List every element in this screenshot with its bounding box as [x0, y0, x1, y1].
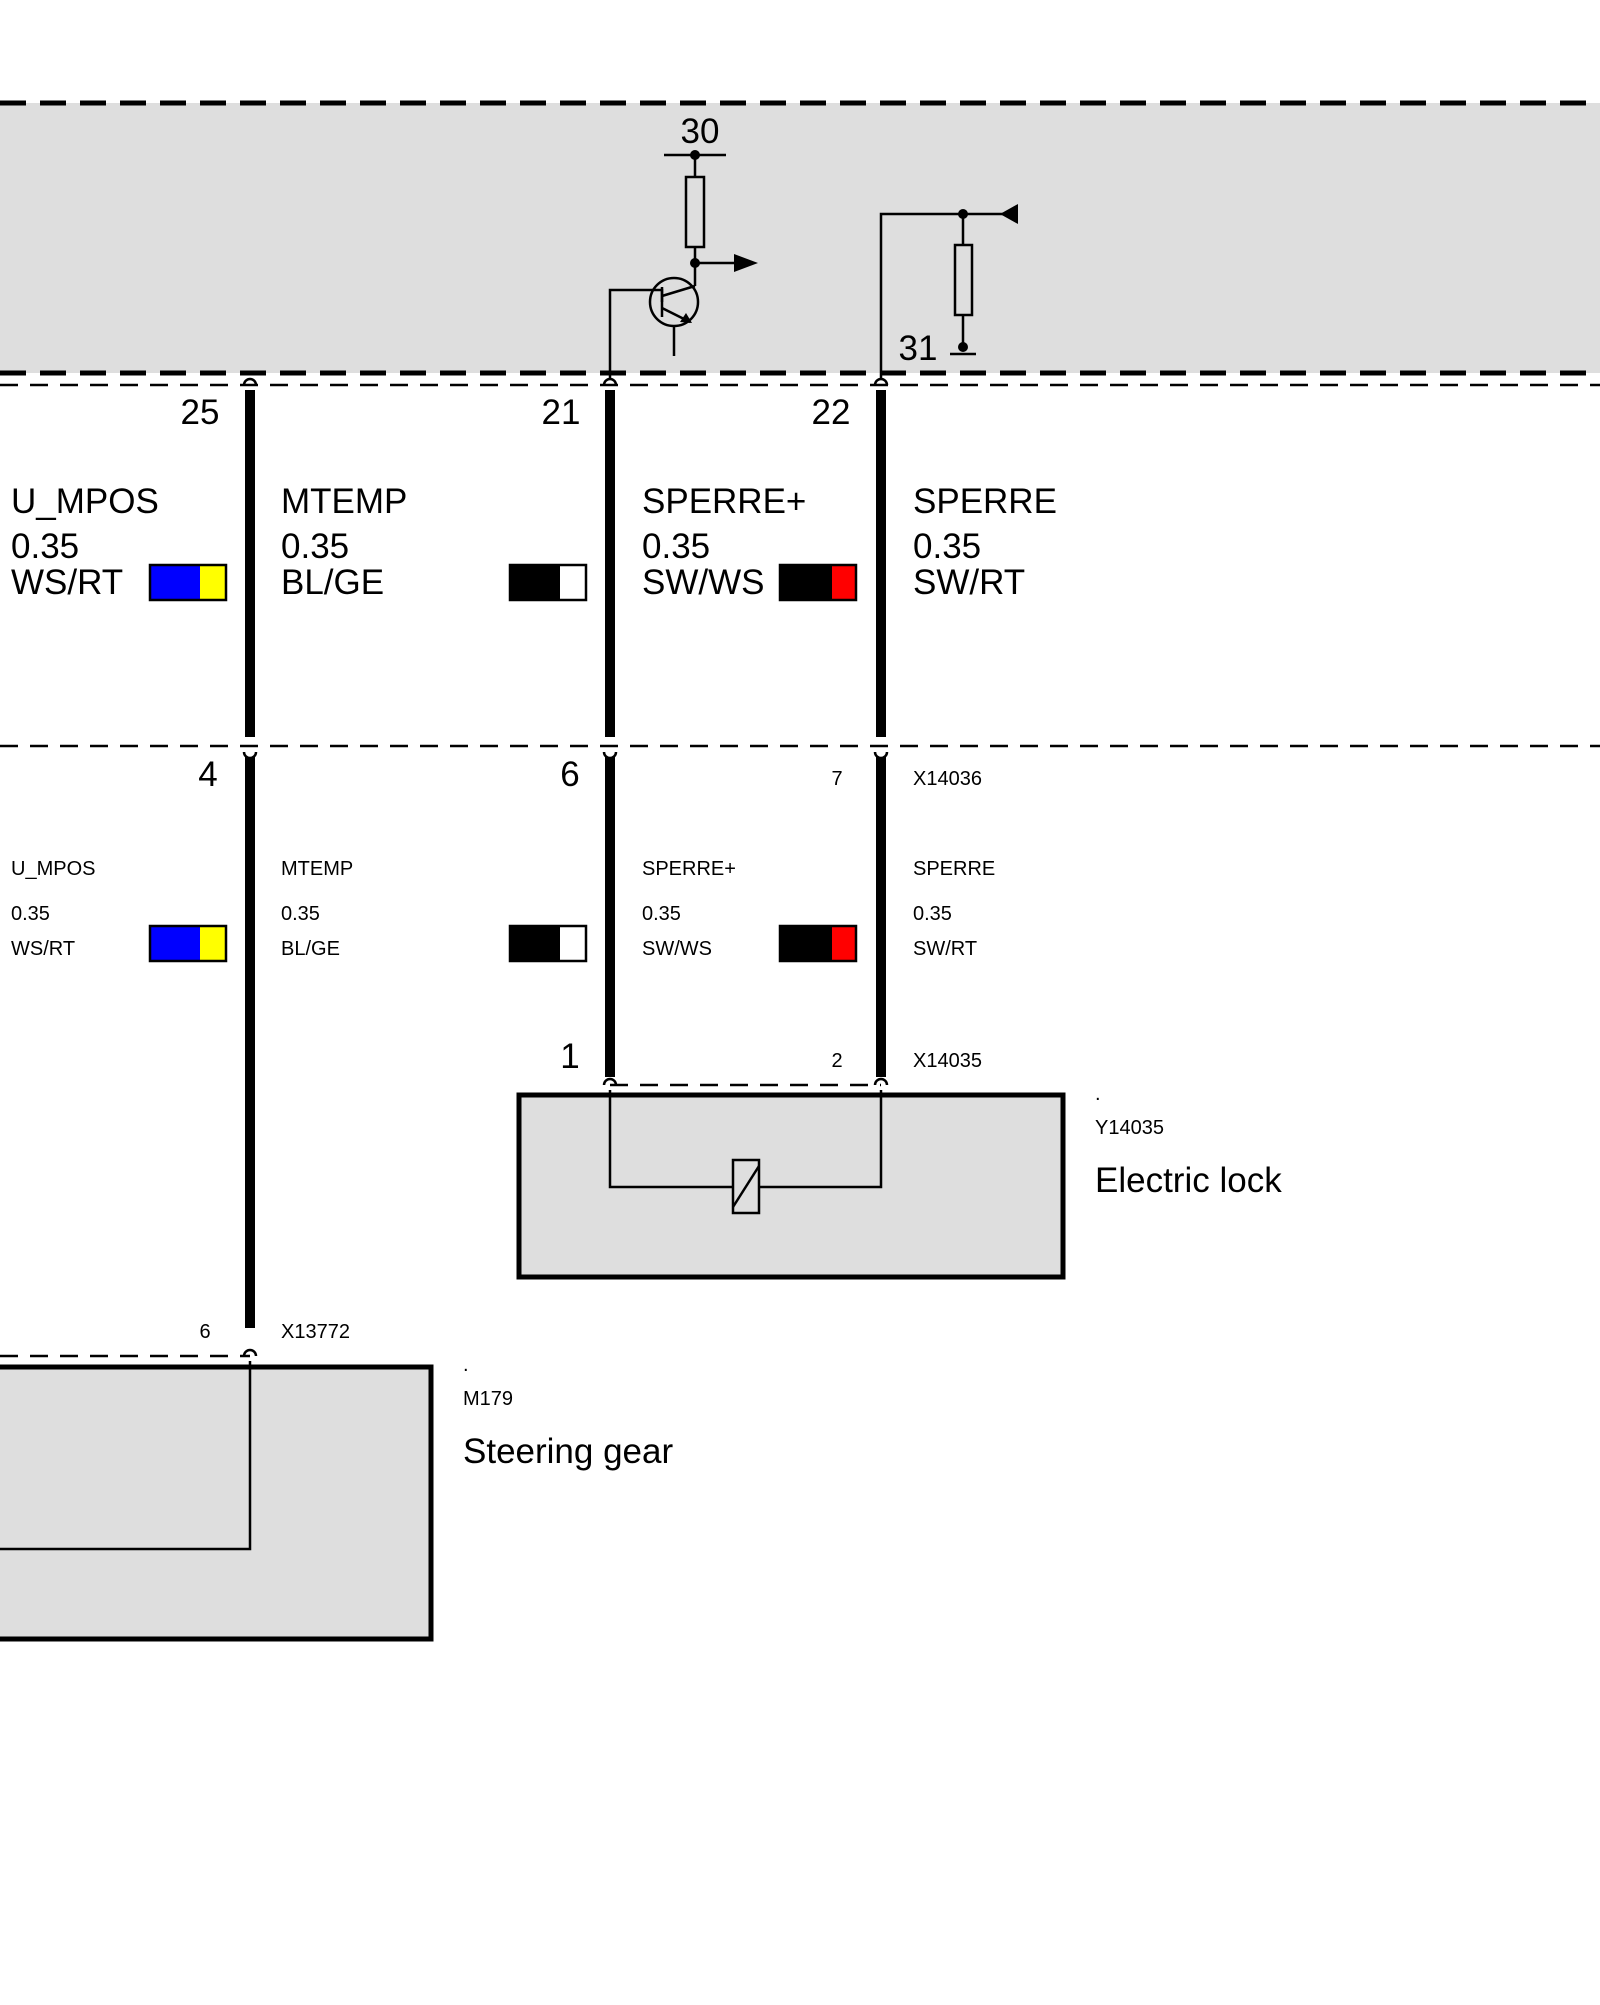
signal-name: SPERRE+: [642, 858, 736, 880]
pin-21-hook: [602, 377, 618, 386]
upper-label-sperre-plus: SPERRE+ 0.35 SW/WS: [642, 482, 858, 602]
x14035-pin-2-label: 2: [831, 1050, 842, 1072]
electric-lock-name: Electric lock: [1095, 1161, 1282, 1200]
x13772-pin-6-hook: [242, 1348, 258, 1357]
color-code: WS/RT: [11, 938, 75, 960]
signal-name: SPERRE: [913, 858, 995, 880]
upper-label-mtemp: MTEMP 0.35 BL/GE: [281, 482, 588, 602]
x14036-name: X14036: [913, 768, 982, 790]
lower-label-mtemp: MTEMP 0.35 BL/GE: [281, 858, 588, 963]
swatch-white: [560, 926, 586, 961]
cross-section: 0.35: [642, 903, 681, 925]
control-unit: 30 31: [0, 100, 1600, 387]
x14035-pin-1-label: 1: [560, 1037, 579, 1076]
steering-gear-internal-wire: [0, 1361, 252, 1551]
lower-label-u-mpos: U_MPOS 0.35 WS/RT: [11, 858, 228, 963]
upper-label-u-mpos: U_MPOS 0.35 WS/RT: [11, 482, 228, 602]
swatch-yellow: [200, 926, 226, 961]
swatch-blue: [150, 565, 200, 600]
color-code: SW/RT: [913, 563, 1025, 602]
swatch-frame: [778, 563, 858, 602]
output-arrow-icon: [734, 254, 758, 272]
swatch-frame: [508, 563, 588, 602]
x14036-pin-7-label: 7: [831, 768, 842, 790]
lower-label-sperre-plus: SPERRE+ 0.35 SW/WS: [642, 858, 858, 963]
steering-gear-box: [0, 1364, 434, 1642]
signal-name: MTEMP: [281, 482, 407, 521]
color-code: BL/GE: [281, 938, 340, 960]
cross-section: 0.35: [281, 903, 320, 925]
x14035-name: X14035: [913, 1050, 982, 1072]
swatch-yellow: [200, 565, 226, 600]
x13772-name: X13772: [281, 1321, 350, 1343]
x14035-pin-1-hook: [602, 1077, 618, 1086]
steering-gear-component: [0, 1361, 434, 1642]
signal-name: U_MPOS: [11, 858, 95, 880]
cross-section: 0.35: [642, 527, 710, 566]
x13772-pin-6-label: 6: [199, 1321, 210, 1343]
steering-gear-code: M179: [463, 1388, 513, 1410]
electric-lock-dot: .: [1095, 1083, 1101, 1105]
cross-section: 0.35: [281, 527, 349, 566]
upper-label-sperre: SPERRE 0.35 SW/RT: [913, 482, 1057, 602]
lower-label-sperre: SPERRE 0.35 SW/RT: [913, 858, 995, 960]
input-arrow-icon: [1000, 204, 1018, 224]
swatch-frame: [508, 924, 588, 963]
pin-21-label: 21: [542, 393, 581, 432]
swatch-black: [510, 926, 560, 961]
terminal-30-label: 30: [681, 112, 720, 151]
signal-name: MTEMP: [281, 858, 353, 880]
pin-25-hook: [242, 377, 258, 386]
pin-22-hook: [873, 377, 889, 386]
cross-section: 0.35: [913, 903, 952, 925]
ground-node: [958, 342, 968, 352]
lock-internal-wire-right: [760, 1090, 883, 1189]
swatch-black: [510, 565, 560, 600]
cross-section: 0.35: [913, 527, 981, 566]
sense-wire: [879, 212, 1012, 378]
color-code: WS/RT: [11, 563, 123, 602]
x14036-pin-6-label: 6: [560, 755, 579, 794]
swatch-red: [832, 565, 856, 600]
control-unit-body: [0, 103, 1600, 373]
color-code: SW/RT: [913, 938, 977, 960]
electric-lock-component: [516, 1090, 1066, 1280]
solenoid-coil-icon: [731, 1158, 761, 1215]
signal-name: SPERRE+: [642, 482, 806, 521]
color-code: SW/WS: [642, 938, 712, 960]
color-code: BL/GE: [281, 563, 384, 602]
swatch-white: [560, 565, 586, 600]
color-code: SW/WS: [642, 563, 764, 602]
swatch-blue: [150, 926, 200, 961]
terminal-31-label: 31: [899, 329, 938, 368]
swatch-frame: [778, 924, 858, 963]
x14036-pin-4-label: 4: [198, 755, 217, 794]
steering-gear-name: Steering gear: [463, 1432, 673, 1471]
pin-22-label: 22: [812, 393, 851, 432]
signal-name: U_MPOS: [11, 482, 159, 521]
swatch-black: [780, 565, 832, 600]
pin-25-label: 25: [181, 393, 220, 432]
lock-internal-wire-left: [608, 1090, 733, 1189]
signal-name: SPERRE: [913, 482, 1057, 521]
swatch-frame: [148, 924, 228, 963]
x14035-pin-2-hook: [873, 1077, 889, 1086]
steering-gear-dot: .: [463, 1354, 469, 1376]
swatch-frame: [148, 563, 228, 602]
cross-section: 0.35: [11, 903, 50, 925]
electric-lock-code: Y14035: [1095, 1117, 1164, 1139]
swatch-red: [832, 926, 856, 961]
swatch-black: [780, 926, 832, 961]
base-drive-wire: [608, 288, 664, 378]
cross-section: 0.35: [11, 527, 79, 566]
